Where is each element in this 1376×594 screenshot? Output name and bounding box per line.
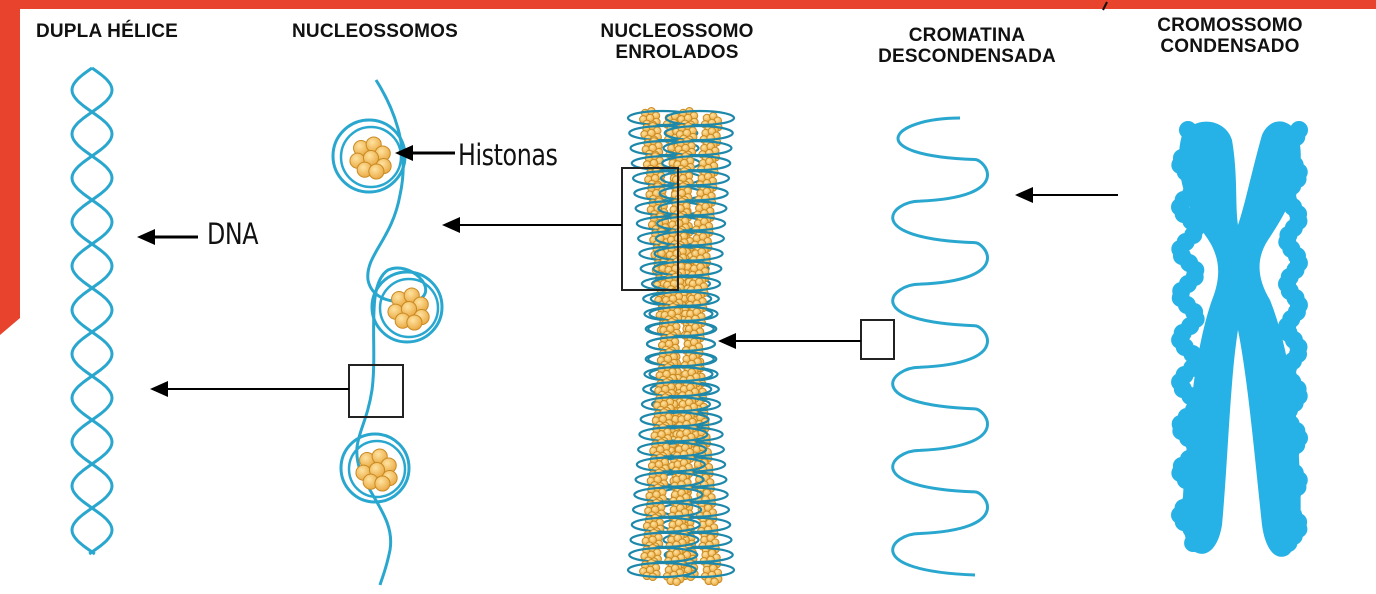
dna-arrow-head [137,229,155,245]
heading-cromossomo-line1: CROMOSSOMO [1135,15,1325,36]
helix-strand-a [72,68,112,554]
chromosome-bead [1184,534,1202,552]
zoom-boxes [349,168,894,417]
enrolados-to-nucleosome-arrow-head [442,217,460,233]
dna-label: DNA [207,217,258,251]
heading-dupla-helice-text: DUPLA HÉLICE [22,21,192,42]
heading-cromossomo-line2: CONDENSADO [1135,36,1325,57]
zoom-box [861,320,894,359]
heading-cromatina-descondensada: CROMATINA DESCONDENSADA [862,25,1072,67]
heading-cromatina-line1: CROMATINA [862,25,1072,46]
chromosome-bead [1279,534,1297,552]
fiber-coil-loop [647,337,715,351]
heading-nucleossomos-text: NUCLEOSSOMOS [270,21,480,42]
coiled-nucleosome-fiber [628,107,734,585]
chromatin-fiber-path [893,118,988,575]
heading-dupla-helice: DUPLA HÉLICE [22,21,192,42]
nucleosome-to-helix-arrow-head [150,381,168,397]
frame-left-strip [0,0,20,318]
heading-enrolados-line2: ENROLADOS [582,42,772,63]
heading-nucleossomos: NUCLEOSSOMOS [270,21,480,42]
histone-bead [407,315,422,330]
histone-bead [711,578,719,586]
nucleosome-strand [333,80,442,585]
frame-corner-accent [0,318,20,335]
histone-octamer [350,137,391,179]
helix-strand-b [72,68,112,554]
histone-bead [369,164,384,179]
chromosome-to-chromatin-arrow-head [1015,187,1033,203]
decondensed-chromatin [893,118,988,575]
condensed-chromosome [1171,121,1308,557]
heading-cromatina-line2: DESCONDENSADA [862,46,1072,67]
zoom-box [349,365,403,417]
histone-octamer [356,449,397,491]
heading-cromossomo-condensado: CROMOSSOMO CONDENSADO [1135,15,1325,57]
chromatin-to-fiber-arrow-head [718,333,736,349]
heading-enrolados-line1: NUCLEOSSOMO [582,21,772,42]
frame-top-strip [0,0,1376,9]
heading-nucleossomo-enrolados: NUCLEOSSOMO ENROLADOS [582,21,772,63]
histone-bead [375,476,390,491]
double-helix-dna [72,68,112,554]
histonas-label: Histonas [458,138,558,172]
histone-bead [673,578,681,586]
